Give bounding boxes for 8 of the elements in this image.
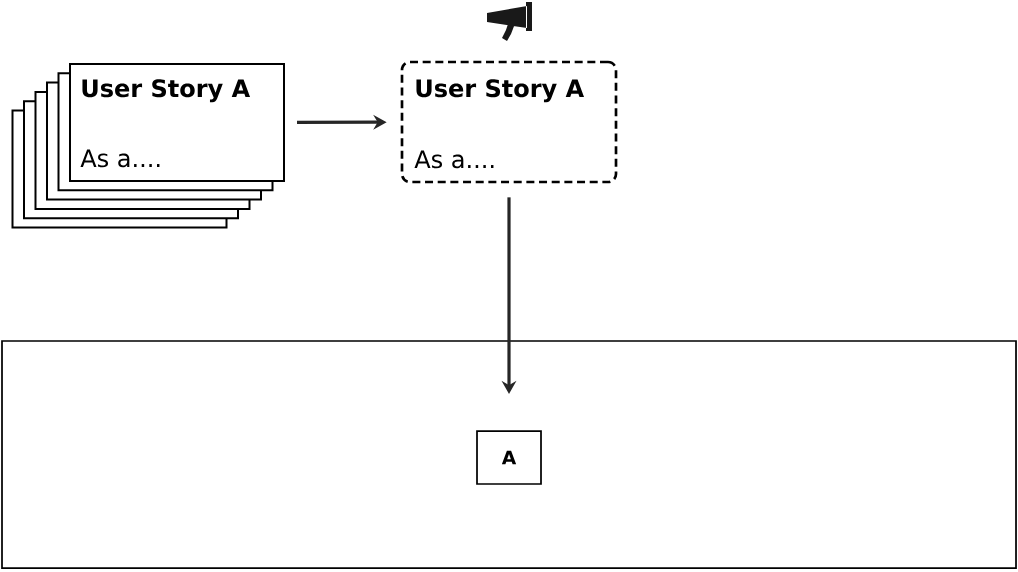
board-area xyxy=(1,340,1017,569)
card-title: User Story A xyxy=(82,79,251,103)
story-card xyxy=(69,63,285,182)
story-card xyxy=(400,60,618,184)
card-text: As a.... xyxy=(414,150,494,169)
card-text: As a.... xyxy=(80,149,160,168)
item-card: A xyxy=(476,430,542,485)
card-title: User Story A xyxy=(416,79,585,103)
